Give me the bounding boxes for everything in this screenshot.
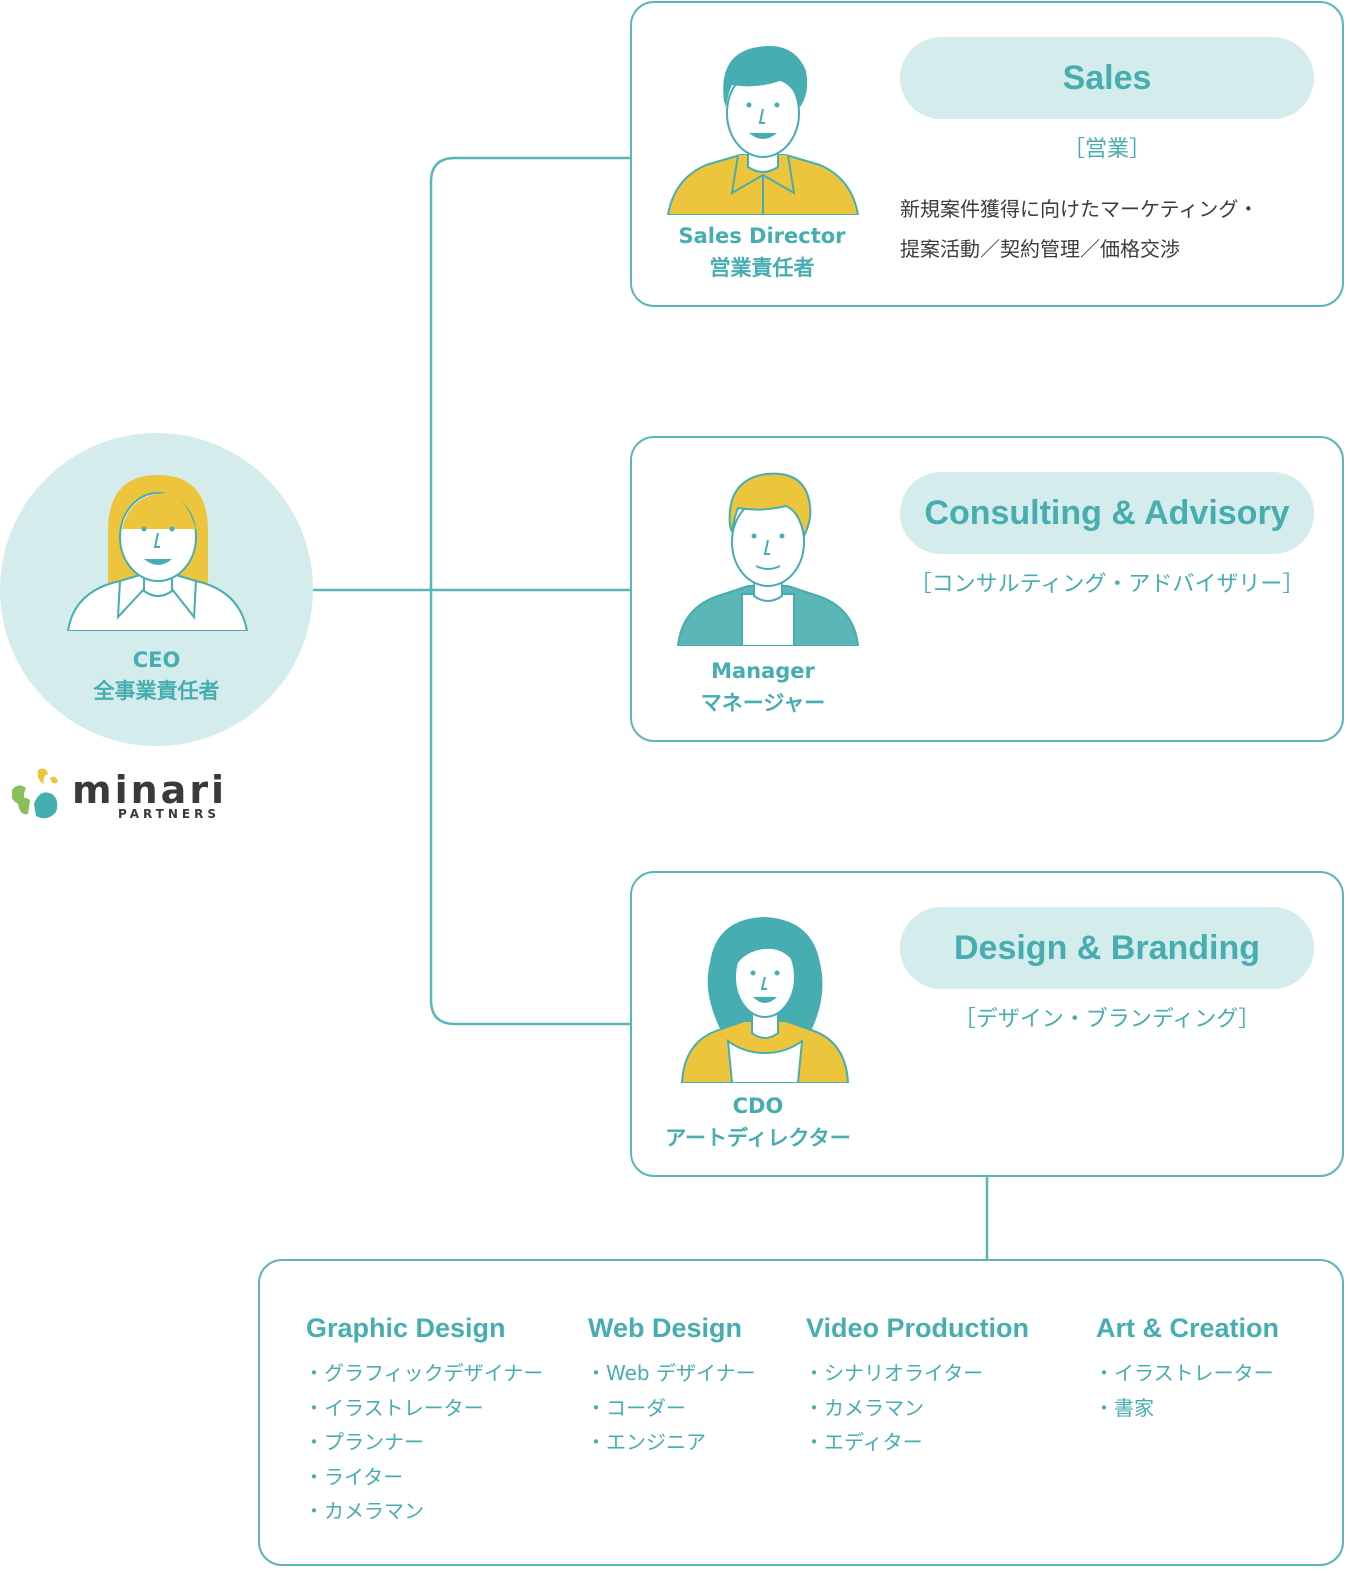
manager-role-en: Manager <box>711 659 815 683</box>
logo-tagline: PARTNERS <box>118 807 220 821</box>
design-card: CDO アートディレクター Design & Branding ［デザイン・ブラ… <box>630 871 1344 1177</box>
team-member: イラストレーター <box>1094 1356 1274 1391</box>
team-list-art: イラストレーター 書家 <box>1094 1356 1274 1425</box>
team-title-video: Video Production <box>806 1313 1030 1343</box>
team-member: プランナー <box>304 1425 543 1460</box>
team-list-video: シナリオライター カメラマン エディター <box>804 1356 983 1460</box>
manager-avatar <box>676 472 860 646</box>
cdo-role-jp: アートディレクター <box>665 1126 851 1150</box>
sales-desc-line1: 新規案件獲得に向けたマーケティング・ <box>900 197 1259 221</box>
consulting-pill: Consulting & Advisory <box>900 472 1314 554</box>
consulting-jp: ［コンサルティング・アドバイザリー］ <box>909 572 1305 597</box>
sales-pill: Sales <box>900 37 1314 119</box>
team-title-web: Web Design <box>588 1313 743 1343</box>
cdo-avatar <box>680 917 850 1083</box>
team-member: シナリオライター <box>804 1356 983 1391</box>
logo-wordmark: minari <box>72 768 228 812</box>
sales-desc-line2: 提案活動／契約管理／価格交渉 <box>900 237 1180 261</box>
team-member: カメラマン <box>304 1494 543 1529</box>
logo-icon <box>12 768 58 819</box>
team-member: ライター <box>304 1460 543 1495</box>
sales-role-en: Sales Director <box>678 224 846 248</box>
sales-role-jp: 営業責任者 <box>709 256 815 280</box>
sales-director-avatar <box>666 46 860 215</box>
ceo-node: CEO 全事業責任者 <box>0 433 313 746</box>
team-title-art: Art & Creation <box>1096 1313 1280 1343</box>
team-member: Web デザイナー <box>586 1356 756 1391</box>
team-member: グラフィックデザイナー <box>304 1356 543 1391</box>
team-list-graphic: グラフィックデザイナー イラストレーター プランナー ライター カメラマン <box>304 1356 543 1529</box>
team-member: カメラマン <box>804 1391 983 1426</box>
design-jp: ［デザイン・ブランディング］ <box>953 1007 1261 1032</box>
team-member: イラストレーター <box>304 1391 543 1426</box>
team-member: 書家 <box>1094 1391 1274 1426</box>
manager-role-jp: マネージャー <box>700 691 826 715</box>
design-pill: Design & Branding <box>900 907 1314 989</box>
team-list-web: Web デザイナー コーダー エンジニア <box>586 1356 756 1460</box>
ceo-subtitle: 全事業責任者 <box>93 679 220 703</box>
team-member: エディター <box>804 1425 983 1460</box>
sales-jp: ［営業］ <box>1062 137 1151 162</box>
team-member: コーダー <box>586 1391 756 1426</box>
branch-connector <box>429 156 630 1026</box>
consulting-card: Manager マネージャー Consulting & Advisory ［コン… <box>630 436 1344 742</box>
ceo-avatar <box>66 475 249 631</box>
team-member: エンジニア <box>586 1425 756 1460</box>
sales-card: Sales Director 営業責任者 Sales ［営業］ 新規案件獲得に向… <box>630 1 1344 307</box>
teams-card: Graphic Design グラフィックデザイナー イラストレーター プランナ… <box>258 1259 1344 1566</box>
cdo-role-en: CDO <box>732 1094 784 1118</box>
ceo-title: CEO <box>132 648 181 672</box>
team-title-graphic: Graphic Design <box>306 1313 506 1343</box>
